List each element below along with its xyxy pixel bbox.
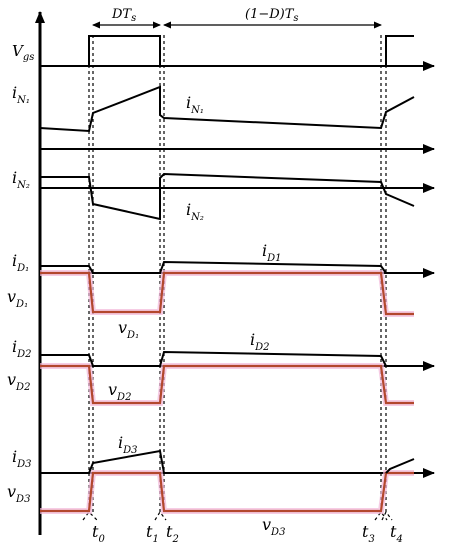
id1-left-label: iD₁ bbox=[12, 251, 29, 274]
vd1-left-label: vD₁ bbox=[7, 287, 28, 310]
time-label-t0: t0 bbox=[92, 522, 105, 545]
interval-dt: DTs bbox=[92, 7, 161, 29]
in1-mid-label: iN₁ bbox=[186, 93, 204, 116]
in1-trace: iN₁ iN₁ bbox=[12, 83, 435, 154]
vd3-left-label: vD3 bbox=[7, 482, 30, 505]
time-label-t1: t1 bbox=[146, 522, 159, 545]
vd2-mid-label: vD2 bbox=[108, 380, 131, 403]
time-labels: t0 t1 t2 t3 t4 bbox=[92, 522, 403, 545]
id2-left-label: iD2 bbox=[12, 337, 32, 360]
vgs-label: Vgs bbox=[12, 42, 34, 63]
interval-off-label: (1−D)Ts bbox=[245, 7, 299, 24]
in2-mid-label: iN₂ bbox=[186, 200, 204, 223]
vd3-mid-label: vD3 bbox=[262, 515, 285, 538]
d2-traces: iD2 vD2 iD2 vD2 bbox=[7, 330, 435, 406]
id1-mid-label: iD1 bbox=[262, 241, 282, 264]
id3-left-label: iD3 bbox=[12, 447, 32, 470]
interval-off: (1−D)Ts bbox=[163, 7, 382, 29]
vd2-left-label: vD2 bbox=[7, 370, 30, 393]
tick-t4 bbox=[381, 510, 393, 521]
interval-dt-label: DTs bbox=[111, 7, 136, 24]
vgs-trace: Vgs bbox=[12, 35, 435, 71]
time-label-t3: t3 bbox=[362, 522, 375, 545]
in1-left-label: iN₁ bbox=[12, 83, 30, 106]
time-label-t4: t4 bbox=[390, 522, 403, 545]
in2-trace: iN₂ iN₂ bbox=[12, 168, 435, 223]
d1-traces: iD₁ vD₁ iD1 vD₁ bbox=[7, 241, 435, 341]
time-label-t2: t2 bbox=[166, 522, 179, 545]
in2-left-label: iN₂ bbox=[12, 168, 30, 191]
id2-mid-label: iD2 bbox=[250, 330, 270, 353]
vd1-mid-label: vD₁ bbox=[118, 318, 139, 341]
d3-traces: iD3 vD3 iD3 vD3 bbox=[7, 433, 435, 538]
id3-mid-label: iD3 bbox=[118, 433, 138, 456]
